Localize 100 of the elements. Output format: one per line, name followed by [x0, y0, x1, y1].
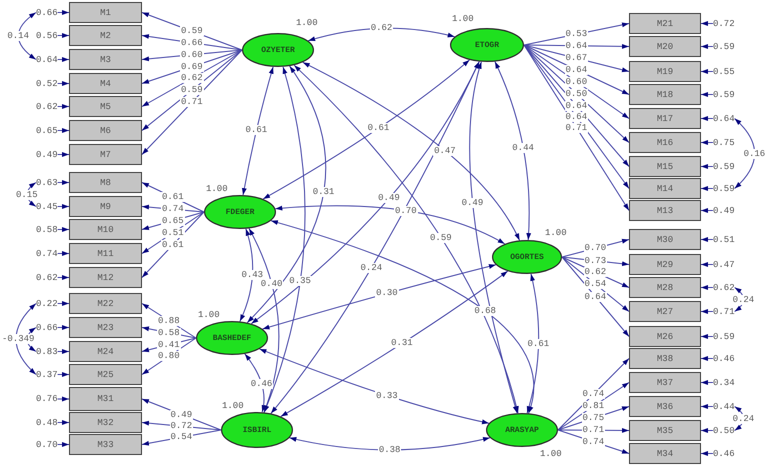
- observed-variable-box: M35: [629, 420, 701, 441]
- edge-label: 0.46: [250, 379, 274, 390]
- error-arrow: [700, 428, 714, 433]
- error-arrow: [57, 396, 70, 402]
- error-arrow: [700, 186, 714, 191]
- covariance-arc: [264, 66, 306, 413]
- loading-arrow: [142, 50, 242, 107]
- observed-variable-box: M4: [69, 73, 142, 94]
- error-arrow: [57, 275, 70, 280]
- error-arrow: [700, 208, 714, 213]
- edge-label: 0.70: [394, 206, 418, 216]
- covariance-arc: [246, 66, 326, 324]
- observed-variable-box: M11: [69, 243, 142, 264]
- observed-variable-box: M27: [629, 301, 701, 322]
- covariance-arc: [302, 62, 520, 241]
- error-arrow: [700, 164, 714, 169]
- loading-arrow: [142, 50, 242, 155]
- edge-label: 0.73: [584, 256, 608, 266]
- error-variance: 0.47: [713, 260, 735, 270]
- error-arrow: [700, 92, 714, 97]
- edge-label: 0.54: [584, 279, 608, 290]
- edge-label: 0.16: [742, 148, 766, 158]
- edge-label: 0.64: [584, 292, 608, 302]
- covariance-arc: [469, 61, 518, 414]
- error-arrow: [700, 404, 714, 409]
- error-covariance-arc: [734, 118, 756, 189]
- edge-label: 0.74: [582, 389, 606, 400]
- error-arrow: [57, 104, 70, 109]
- observed-variable-box: M18: [629, 84, 701, 105]
- loading-arrow: [524, 44, 630, 143]
- observed-variable-box: M22: [69, 293, 142, 314]
- variance-label: 1.00: [198, 310, 220, 320]
- error-variance: 0.59: [713, 332, 735, 342]
- covariance-arc: [494, 61, 532, 240]
- observed-variable-box: M15: [629, 156, 701, 177]
- variance-label: 1.00: [206, 184, 228, 194]
- observed-variable-box: M30: [629, 229, 701, 250]
- edge-label: 0.61: [526, 339, 550, 350]
- error-arrow: [57, 442, 70, 447]
- edge-label: 0.40: [260, 278, 284, 289]
- edge-label: 0.43: [240, 270, 264, 280]
- error-variance: 0.59: [713, 42, 735, 52]
- error-covariance-arc: [16, 303, 36, 375]
- error-arrow: [700, 451, 714, 456]
- edge-label: 0.64: [564, 64, 588, 75]
- edge-label: 0.71: [582, 425, 606, 436]
- error-variance: 0.44: [713, 402, 735, 412]
- observed-variable-box: M23: [69, 317, 142, 338]
- loading-arrow: [558, 382, 630, 430]
- observed-variable-box: M5: [69, 96, 142, 117]
- error-arrow: [57, 420, 70, 425]
- observed-variable-box: M25: [69, 364, 142, 385]
- edge-label: 0.60: [564, 76, 588, 87]
- edge-label: 0.67: [564, 53, 588, 64]
- loading-arrow: [524, 44, 630, 95]
- error-arrow: [57, 10, 70, 15]
- covariance-arc: [242, 66, 274, 196]
- edge-label: 0.61: [161, 240, 185, 250]
- edge-label: 0.61: [366, 123, 390, 134]
- error-arrow: [700, 140, 714, 145]
- edge-label: -0.349: [1, 334, 36, 344]
- error-arrow: [700, 285, 714, 290]
- latent-name: ISBIRL: [242, 426, 272, 434]
- error-arrow: [57, 81, 70, 86]
- latent-name: FDEGER: [226, 208, 254, 216]
- latent-name: BASHEDEF: [212, 334, 252, 342]
- error-covariance-arc: [18, 12, 36, 60]
- edge-label: 0.49: [460, 198, 484, 208]
- error-variance: 0.62: [713, 282, 735, 292]
- error-arrow: [57, 180, 70, 185]
- covariance-arc: [288, 436, 490, 450]
- edge-label: 0.69: [180, 62, 204, 72]
- error-arrow: [700, 380, 714, 385]
- edge-label: 0.14: [6, 31, 30, 41]
- error-arrow: [57, 227, 70, 232]
- latent-name: ARASYAP: [505, 426, 539, 434]
- error-variance: 0.62: [36, 272, 58, 282]
- observed-variable-box: M17: [629, 108, 701, 129]
- error-variance: 0.34: [713, 378, 735, 388]
- error-variance: 0.52: [36, 78, 58, 88]
- observed-variable-box: M34: [629, 443, 701, 464]
- error-arrow: [700, 356, 714, 361]
- observed-variable-box: M19: [629, 61, 701, 82]
- observed-variable-box: M28: [629, 277, 701, 298]
- loading-arrow: [524, 44, 630, 72]
- edge-label: 0.64: [564, 40, 588, 51]
- edge-label: 0.33: [375, 390, 399, 401]
- observed-variable-box: M33: [69, 434, 142, 455]
- covariance-arc: [262, 59, 470, 200]
- loading-arrow: [558, 358, 630, 430]
- observed-variable-box: M3: [69, 49, 142, 70]
- variance-label: 1.00: [222, 401, 244, 411]
- edge-label: 0.74: [161, 204, 185, 214]
- observed-variable-box: M21: [629, 13, 701, 34]
- edge-label: 0.54: [170, 432, 194, 442]
- observed-variable-box: M29: [629, 254, 701, 275]
- error-variance: 0.55: [713, 66, 735, 76]
- observed-variable-box: M9: [69, 196, 142, 217]
- error-variance: 0.59: [713, 184, 735, 194]
- error-arrow: [57, 372, 70, 377]
